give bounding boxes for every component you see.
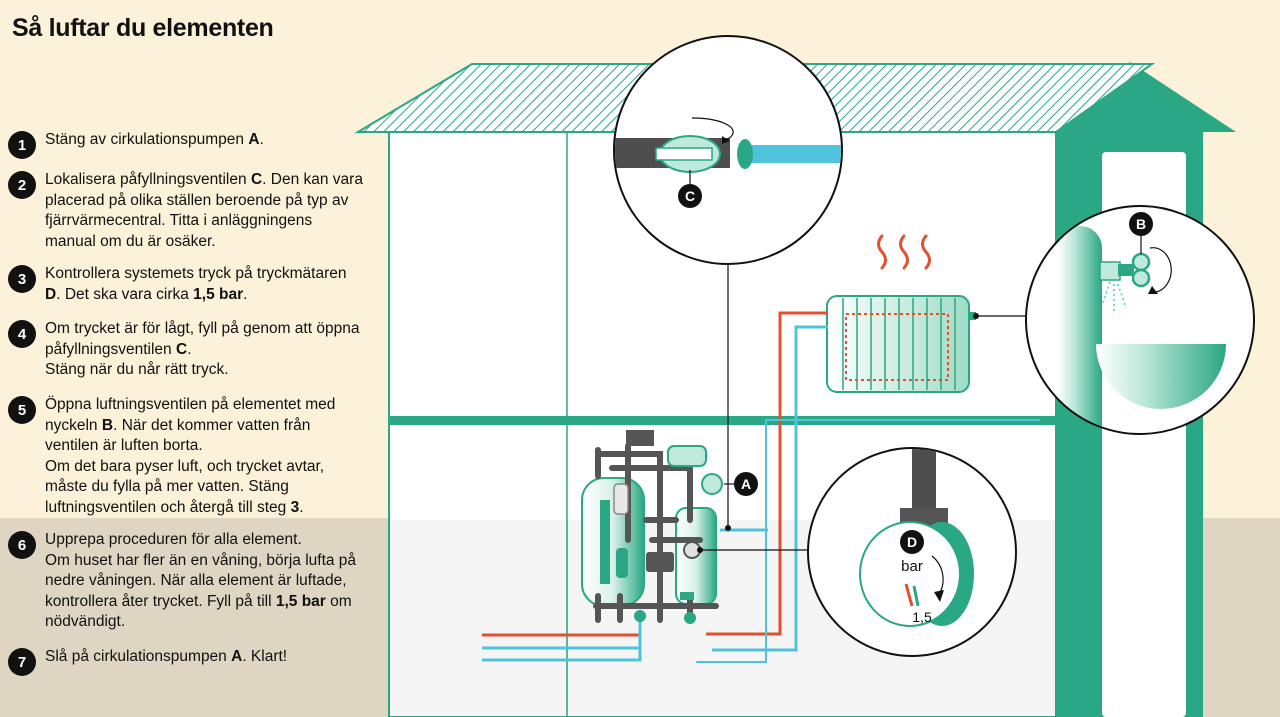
step-text: Öppna luftningsventilen på elementet med… xyxy=(45,395,365,518)
callout-a: A xyxy=(734,472,758,496)
step-1: 1 Stäng av cirkulationspumpen A. xyxy=(8,130,365,159)
step-line: Slå på cirkulationspumpen A. Klart! xyxy=(45,648,288,665)
step-text: Om trycket är för lågt, fyll på genom at… xyxy=(45,319,365,381)
gauge-unit-label: bar xyxy=(901,558,923,575)
step-5: 5 Öppna luftningsventilen på elementet m… xyxy=(8,395,365,518)
step-text: Lokalisera påfyllningsventilen C. Den ka… xyxy=(45,170,365,252)
radiator xyxy=(826,295,979,393)
gauge-value-label: 1,5 xyxy=(912,609,932,625)
step-2: 2 Lokalisera påfyllningsventilen C. Den … xyxy=(8,170,365,252)
step-number: 2 xyxy=(8,171,36,199)
detail-pressure-gauge: D bar 1,5 xyxy=(807,447,1017,657)
callout-c-label: C xyxy=(685,188,695,204)
step-line: Om huset har fler än en våning, börja lu… xyxy=(45,551,357,631)
detail-filling-valve: C xyxy=(613,35,843,265)
step-number: 5 xyxy=(8,396,36,424)
floor-divider xyxy=(389,416,1056,425)
leader-lines xyxy=(700,262,1028,551)
district-heating-unit xyxy=(581,430,723,624)
step-line: Om det bara pyser luft, och trycket avta… xyxy=(45,457,325,516)
step-number: 3 xyxy=(8,265,36,293)
step-6: 6 Upprepa proceduren för alla element. O… xyxy=(8,530,365,633)
heat-waves xyxy=(877,234,931,270)
callout-a-label: A xyxy=(741,476,751,492)
step-line: Kontrollera systemets tryck på tryckmäta… xyxy=(45,265,347,303)
callout-d-label: D xyxy=(907,534,917,550)
step-text: Stäng av cirkulationspumpen A. xyxy=(45,130,365,151)
step-line: Stäng när du når rätt tryck. xyxy=(45,361,229,378)
step-text: Upprepa proceduren för alla element. Om … xyxy=(45,530,365,633)
step-line: Stäng av cirkulationspumpen A. xyxy=(45,131,264,148)
step-line: Lokalisera påfyllningsventilen C. Den ka… xyxy=(45,171,363,250)
step-line: Om trycket är för lågt, fyll på genom at… xyxy=(45,320,360,358)
step-text: Slå på cirkulationspumpen A. Klart! xyxy=(45,647,365,668)
pipes xyxy=(482,311,1040,663)
step-number: 4 xyxy=(8,320,36,348)
step-line: Öppna luftningsventilen på elementet med… xyxy=(45,396,336,454)
step-3: 3 Kontrollera systemets tryck på tryckmä… xyxy=(8,264,365,305)
step-number: 7 xyxy=(8,648,36,676)
step-4: 4 Om trycket är för lågt, fyll på genom … xyxy=(8,319,365,381)
detail-bleed-valve: B xyxy=(1025,205,1255,435)
step-number: 6 xyxy=(8,531,36,559)
step-number: 1 xyxy=(8,131,36,159)
step-text: Kontrollera systemets tryck på tryckmäta… xyxy=(45,264,365,305)
callout-b-label: B xyxy=(1136,216,1146,232)
page-title: Så luftar du elementen xyxy=(12,14,274,42)
step-7: 7 Slå på cirkulationspumpen A. Klart! xyxy=(8,647,365,676)
step-line: Upprepa proceduren för alla element. xyxy=(45,531,302,548)
